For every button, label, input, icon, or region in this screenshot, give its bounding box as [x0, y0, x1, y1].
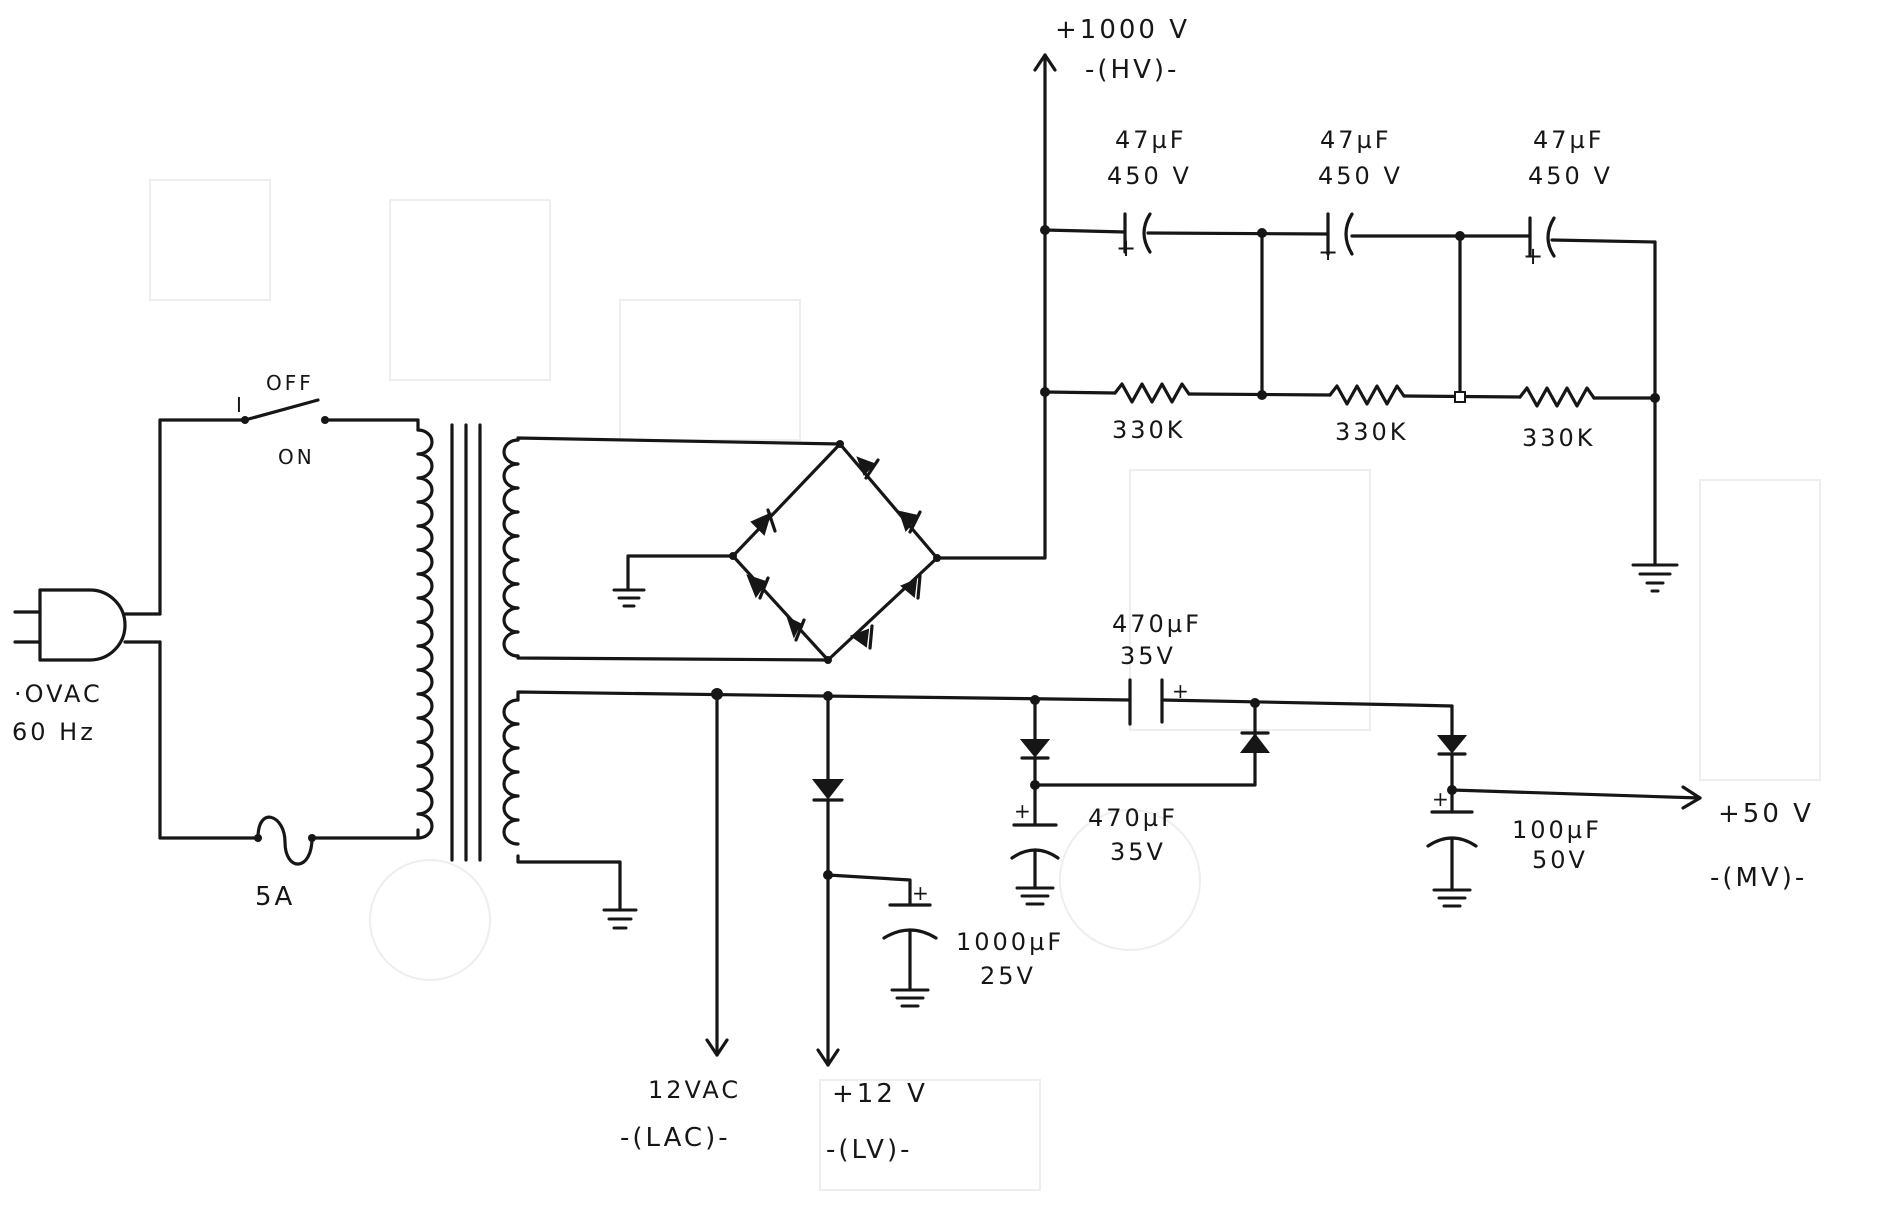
lac-voltage-label: 12VAC	[648, 1076, 741, 1104]
hv-cap-3-value: 47µF	[1533, 126, 1605, 154]
fuse-rating-label: 5A	[255, 882, 295, 912]
hv-cap-2-value: 47µF	[1320, 126, 1392, 154]
doubler-cap	[1128, 678, 1164, 726]
mv-output-cap-rating: 50V	[1532, 846, 1588, 874]
bleeder-2-value: 330K	[1335, 418, 1409, 446]
hv-ground	[1631, 396, 1679, 593]
mv-filter-cap-rating: 35V	[1110, 838, 1166, 866]
hv-cap-1-rating: 450 V	[1107, 162, 1192, 190]
hv-cap-2	[1326, 212, 1354, 256]
hv-secondary-wiring	[516, 228, 1047, 664]
hv-cap-3-rating: 450 V	[1528, 162, 1613, 190]
primary-wiring	[158, 416, 420, 840]
switch-on-label: ON	[278, 445, 315, 469]
mains-plug	[13, 588, 162, 662]
mains-voltage-label: ·OVAC	[14, 680, 103, 708]
bleeder-3-value: 330K	[1522, 424, 1596, 452]
doubler-cap-rating: 35V	[1120, 642, 1176, 670]
bleeder-1-value: 330K	[1112, 416, 1186, 444]
lv-filter-cap-value: 1000µF	[956, 928, 1064, 956]
doubler-cap-value: 470µF	[1112, 610, 1202, 638]
hv-cap-3	[1528, 216, 1556, 258]
mv-filter-cap	[1010, 783, 1060, 906]
mv-output-cap	[1426, 810, 1478, 908]
hv-cap-1-value: 47µF	[1115, 126, 1187, 154]
lac-output-arrow	[705, 692, 729, 1057]
switch-off-label: OFF	[266, 371, 314, 395]
lac-name-label: -(LAC)-	[620, 1123, 731, 1153]
hv-voltage-label: +1000 V	[1055, 15, 1190, 45]
hv-resistor-chain	[1040, 231, 1660, 408]
doubler-cap-polarity: +	[1172, 679, 1192, 703]
mv-doubler-diode	[1239, 731, 1271, 753]
hv-cap-3-polarity: +	[1523, 242, 1546, 270]
lv-filter-cap	[882, 903, 938, 1008]
hv-cap-2-polarity: +	[1318, 238, 1341, 266]
power-switch	[243, 398, 320, 422]
mv-name-label: -(MV)-	[1710, 863, 1807, 893]
hv-cap-1-polarity: +	[1116, 234, 1139, 262]
hv-cap-2-rating: 450 V	[1318, 162, 1403, 190]
mv-filter-cap-polarity: +	[1014, 799, 1034, 823]
lv-voltage-label: +12 V	[832, 1079, 928, 1109]
fuse	[254, 815, 316, 866]
lv-name-label: -(LV)-	[826, 1135, 912, 1165]
lv-filter-cap-rating: 25V	[980, 962, 1036, 990]
mv-clamp-diode	[1019, 698, 1257, 790]
lv-filter-cap-polarity: +	[912, 881, 932, 905]
labels: +1000 V -(HV)- 47µF 450 V + 47µF 450 V +…	[12, 15, 1814, 1165]
transformer	[416, 423, 520, 862]
hv-cap-chain-wire	[1040, 225, 1657, 400]
switch-pos-mark: I	[236, 393, 245, 417]
paper-show-through	[149, 179, 1821, 1191]
mains-frequency-label: 60 Hz	[12, 718, 96, 746]
bridge-rectifier	[731, 442, 939, 662]
lv-rectifier	[811, 694, 912, 1067]
hv-output-arrow	[1033, 53, 1057, 232]
mv-output-cap-polarity: +	[1432, 787, 1452, 811]
hv-name-label: -(HV)-	[1085, 55, 1179, 85]
lv-secondary-wiring	[516, 688, 1412, 930]
mv-filter-cap-value: 470µF	[1088, 804, 1178, 832]
mv-output-arrow	[1450, 785, 1702, 810]
mv-output-cap-value: 100µF	[1512, 816, 1602, 844]
hv-cap-1	[1123, 212, 1152, 254]
mv-voltage-label: +50 V	[1718, 799, 1814, 829]
